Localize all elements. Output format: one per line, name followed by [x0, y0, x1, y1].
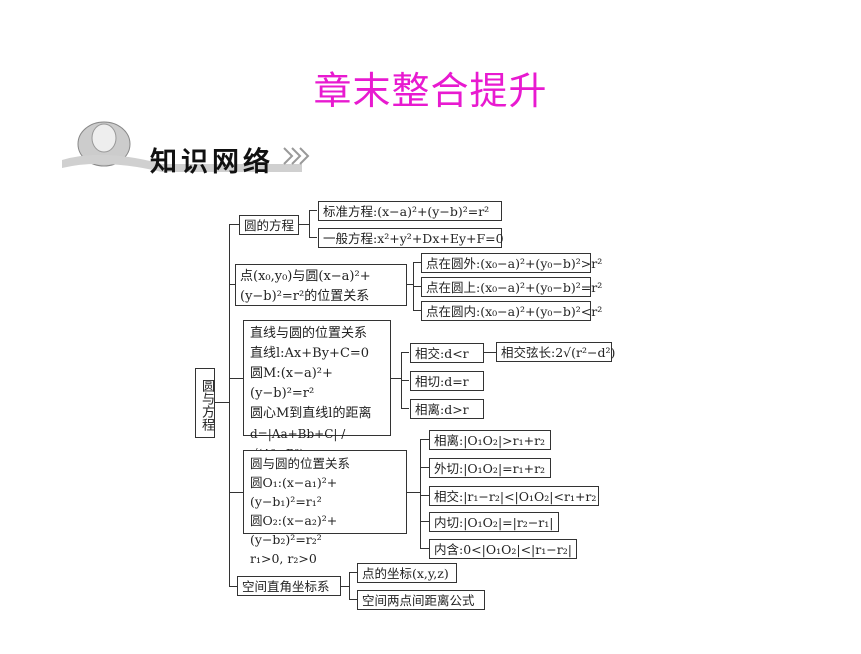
circle-circle-text-2: 圆O₂:(x−a₂)²+(y−b₂)²=r₂² — [250, 513, 338, 547]
node-point-inside: 点在圆内:(x₀−a)²+(y₀−b)²<r² — [421, 301, 602, 321]
node-cc-internal-tangent: 内切:|O₁O₂|=|r₂−r₁| — [429, 512, 559, 532]
node-standard-eq: 标准方程:(x−a)²+(y−b)²=r² — [318, 201, 502, 221]
node-point-on: 点在圆上:(x₀−a)²+(y₀−b)²=r² — [421, 277, 602, 297]
circle-circle-text-3: r₁>0, r₂>0 — [250, 551, 317, 566]
line-circle-text-3: 圆心M到直线l的距离 — [250, 406, 372, 421]
node-line-circle: 直线与圆的位置关系 直线l:Ax+By+C=0 圆M:(x−a)²+(y−b)²… — [243, 320, 391, 461]
line-circle-text-2: 圆M:(x−a)²+(y−b)²=r² — [250, 366, 333, 401]
node-cc-external-tangent: 外切:|O₁O₂|=r₁+r₂ — [429, 458, 551, 478]
node-intersect: 相交:d<r — [410, 343, 484, 363]
node-separate: 相离:d>r — [410, 399, 484, 419]
node-point-circle: 点(x₀,y₀)与圆(x−a)²+(y−b)²=r²的位置关系 — [235, 264, 407, 306]
root-node: 圆与方程 — [195, 368, 215, 438]
line-circle-text-0: 直线与圆的位置关系 — [250, 326, 368, 341]
node-point-outside: 点在圆外:(x₀−a)²+(y₀−b)²>r² — [421, 253, 602, 273]
line-circle-text-1: 直线l:Ax+By+C=0 — [250, 346, 370, 361]
node-distance-formula: 空间两点间距离公式 — [357, 590, 485, 610]
chevron-icon — [283, 147, 310, 165]
node-cc-separate: 相离:|O₁O₂|>r₁+r₂ — [429, 430, 551, 450]
node-chord-length: 相交弦长:2√(r²−d²) — [496, 342, 615, 362]
page-title: 章末整合提升 — [313, 69, 548, 113]
banner-label: 知识网络 — [150, 147, 274, 178]
node-point-coord: 点的坐标(x,y,z) — [357, 563, 457, 583]
node-general-eq: 一般方程:x²+y²+Dx+Ey+F=0 — [318, 228, 504, 248]
circle-circle-text-1: 圆O₁:(x−a₁)²+(y−b₁)²=r₁² — [250, 475, 338, 509]
node-cc-intersect: 相交:|r₁−r₂|<|O₁O₂|<r₁+r₂ — [429, 486, 599, 506]
node-circle-circle: 圆与圆的位置关系 圆O₁:(x−a₁)²+(y−b₁)²=r₁² 圆O₂:(x−… — [243, 450, 407, 566]
section-banner — [62, 121, 310, 172]
node-space-coord: 空间直角坐标系 — [237, 576, 341, 596]
circle-circle-text-0: 圆与圆的位置关系 — [250, 456, 351, 471]
node-tangent: 相切:d=r — [410, 371, 484, 391]
node-circle-equation: 圆的方程 — [239, 215, 299, 235]
trunk-line — [229, 224, 230, 586]
node-cc-contained: 内含:0<|O₁O₂|<|r₁−r₂| — [429, 539, 577, 559]
